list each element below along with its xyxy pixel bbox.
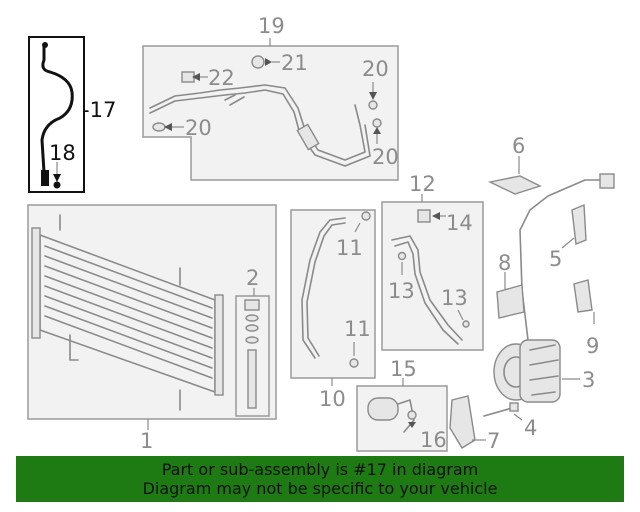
part-20-seal-b [368, 100, 378, 110]
callout-20a[interactable]: 20 [185, 116, 212, 140]
callout-7[interactable]: 7 [487, 429, 500, 453]
part-8-bracket[interactable] [496, 284, 525, 319]
callout-21-arrow [265, 58, 272, 66]
part-21-nut [251, 55, 265, 69]
callout-22-arrow [192, 73, 200, 81]
part-17-hose[interactable] [40, 43, 74, 174]
callout-9[interactable]: 9 [586, 334, 599, 358]
part-16-seal [407, 410, 417, 420]
callout-20b[interactable]: 20 [362, 57, 389, 81]
callout-1[interactable]: 1 [140, 429, 153, 453]
part-3-compressor[interactable] [493, 339, 561, 403]
part-15-hose-kit[interactable] [367, 397, 415, 433]
info-banner: Part or sub-assembly is #17 in diagram D… [16, 456, 624, 502]
banner-line-2: Diagram may not be specific to your vehi… [142, 479, 498, 498]
part-13-seal-b [462, 320, 470, 328]
panel-10 [290, 209, 376, 379]
callout-22[interactable]: 22 [208, 66, 235, 90]
part-20-seal-a [152, 122, 166, 132]
callout-10[interactable]: 10 [319, 387, 346, 411]
callout-12[interactable]: 12 [409, 172, 436, 196]
callout-3[interactable]: 3 [582, 368, 595, 392]
part-19-pipe[interactable] [149, 84, 371, 167]
callout-14[interactable]: 14 [446, 211, 473, 235]
panel-19 [142, 45, 399, 181]
part-11-seal-a [361, 211, 371, 221]
callout-18[interactable]: 18 [49, 141, 76, 165]
callout-20a-arrow [164, 123, 172, 131]
callout-21[interactable]: 21 [281, 51, 308, 75]
part-20-seal-c [372, 118, 382, 128]
part-11-seal-b [349, 358, 359, 368]
callout-15[interactable]: 15 [390, 357, 417, 381]
part-17-hose-group [28, 36, 85, 193]
callout-11b[interactable]: 11 [344, 317, 371, 341]
callout-4-lead [513, 413, 523, 421]
panel-15 [356, 385, 448, 452]
part-5-bracket[interactable] [571, 203, 587, 245]
part-18-seal [53, 181, 61, 189]
part-1-condenser[interactable] [31, 214, 224, 411]
callout-6[interactable]: 6 [512, 134, 525, 158]
callout-13b-lead [457, 309, 464, 321]
callout-13b[interactable]: 13 [441, 286, 468, 310]
part-3-compressor-wire [519, 173, 615, 341]
callout-11a-lead [354, 222, 361, 233]
callout-5[interactable]: 5 [549, 247, 562, 271]
callout-5-lead [561, 237, 575, 249]
callout-20b-arrow [369, 92, 377, 100]
part-2-drier-kit[interactable] [244, 299, 260, 409]
callout-20c-arrow [373, 127, 381, 134]
callout-14-arrow [432, 212, 440, 220]
callout-13a[interactable]: 13 [388, 279, 415, 303]
callout-8[interactable]: 8 [498, 251, 511, 275]
part-12-hose[interactable] [391, 235, 463, 345]
callout-11a[interactable]: 11 [336, 236, 363, 260]
callout-17[interactable]: -17 [82, 98, 116, 122]
callout-2[interactable]: 2 [246, 266, 259, 290]
banner-line-1: Part or sub-assembly is #17 in diagram [161, 460, 479, 479]
part-18-arrow [53, 174, 61, 182]
panel-1 [27, 204, 277, 420]
callout-16[interactable]: 16 [420, 428, 447, 452]
callout-20c[interactable]: 20 [372, 145, 399, 169]
part-17-end-fitting [41, 170, 49, 186]
part-6-bracket[interactable] [487, 175, 542, 195]
part-17-top-fitting [42, 42, 48, 48]
part-13-seal-a [397, 251, 407, 261]
callout-16-arrow [408, 422, 416, 428]
callout-19[interactable]: 19 [258, 14, 285, 38]
part-9-bracket[interactable] [573, 279, 593, 313]
callout-4[interactable]: 4 [524, 416, 537, 440]
part-14-valve [417, 209, 431, 223]
part-10-hose[interactable] [301, 217, 346, 359]
part-4-bolt[interactable] [483, 402, 519, 417]
part-7-bracket[interactable] [449, 395, 476, 449]
